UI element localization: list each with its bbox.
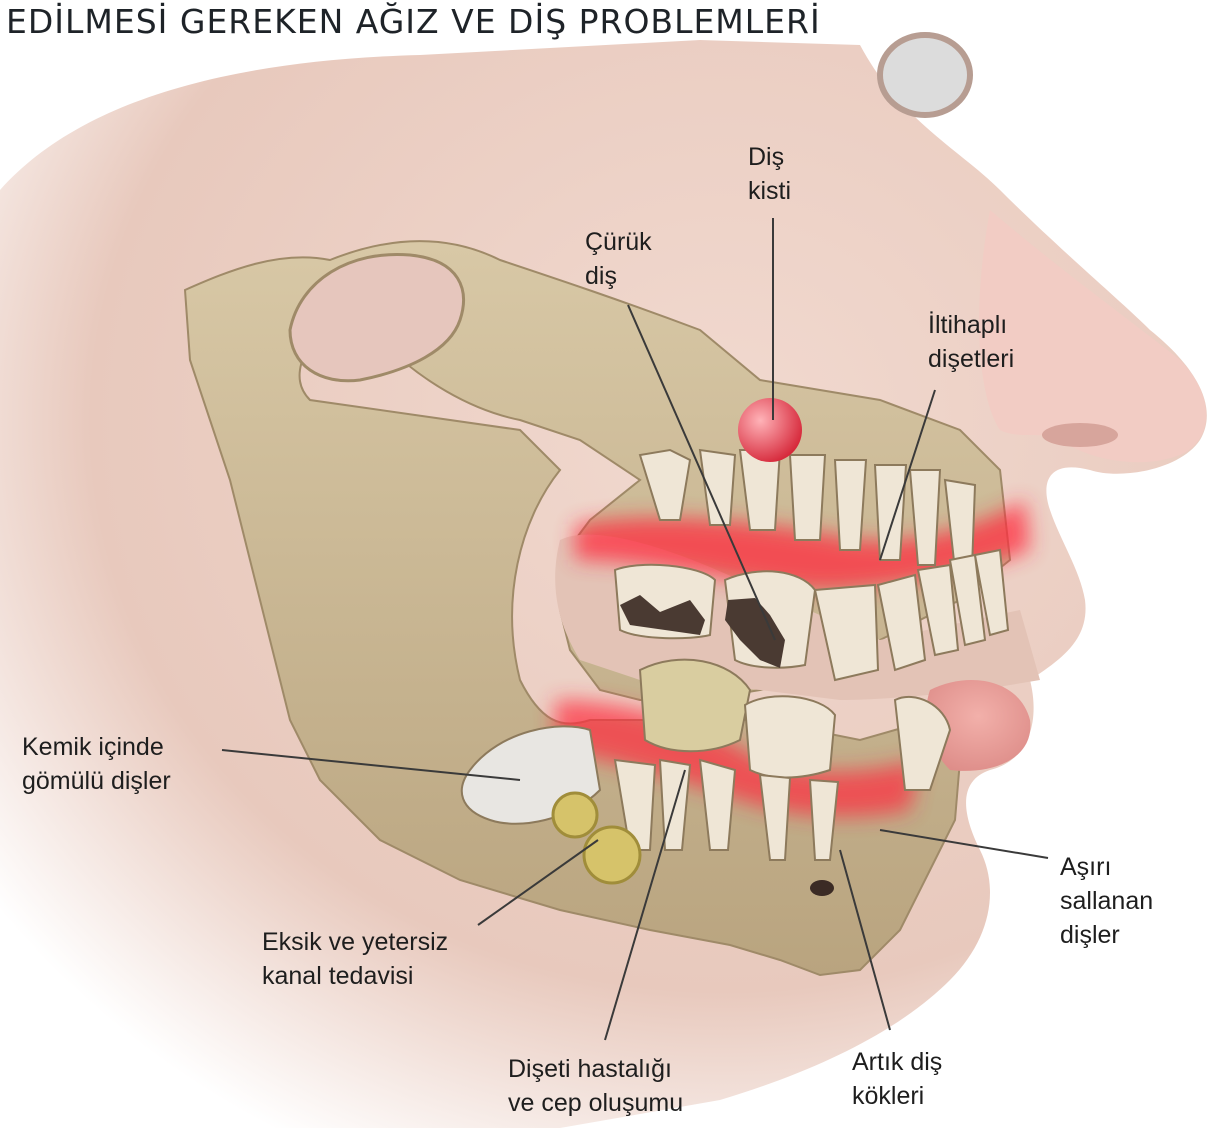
label-dis-kisti-line2: kisti	[748, 174, 791, 208]
label-gomulu-line2: gömülü dişler	[22, 764, 171, 798]
label-curuk-dis-line1: Çürük	[585, 225, 652, 259]
label-sallanan-disler: Aşırı sallanan dişler	[1060, 850, 1153, 952]
label-curuk-dis: Çürük diş	[585, 225, 652, 293]
root-canal-filling-2	[584, 827, 640, 883]
label-artik-dis-kokleri: Artık diş kökleri	[852, 1045, 942, 1113]
label-dis-kisti-line1: Diş	[748, 140, 791, 174]
label-diseti-hastaligi: Dişeti hastalığı ve cep oluşumu	[508, 1052, 683, 1120]
label-artik-line2: kökleri	[852, 1079, 942, 1113]
root-canal-filling-1	[553, 793, 597, 837]
label-sallanan-line3: dişler	[1060, 918, 1153, 952]
page-title: EDİLMESİ GEREKEN AĞIZ VE DİŞ PROBLEMLERİ	[6, 2, 821, 41]
label-diseti-line2: ve cep oluşumu	[508, 1086, 683, 1120]
label-artik-line1: Artık diş	[852, 1045, 942, 1079]
label-gomulu-disler: Kemik içinde gömülü dişler	[22, 730, 171, 798]
label-kanal-line1: Eksik ve yetersiz	[262, 925, 448, 959]
label-kanal-line2: kanal tedavisi	[262, 959, 448, 993]
label-sallanan-line1: Aşırı	[1060, 850, 1153, 884]
label-iltihapli-line2: dişetleri	[928, 342, 1014, 376]
label-iltihapli-line1: İltihaplı	[928, 308, 1014, 342]
nostril	[1042, 423, 1118, 447]
label-curuk-dis-line2: diş	[585, 259, 652, 293]
label-sallanan-line2: sallanan	[1060, 884, 1153, 918]
eye	[880, 35, 970, 115]
label-iltihapli-disetleri: İltihaplı dişetleri	[928, 308, 1014, 376]
label-gomulu-line1: Kemik içinde	[22, 730, 171, 764]
dental-cyst	[738, 398, 802, 462]
label-dis-kisti: Diş kisti	[748, 140, 791, 208]
label-kanal-tedavisi: Eksik ve yetersiz kanal tedavisi	[262, 925, 448, 993]
mental-foramen	[810, 880, 834, 896]
label-diseti-line1: Dişeti hastalığı	[508, 1052, 683, 1086]
